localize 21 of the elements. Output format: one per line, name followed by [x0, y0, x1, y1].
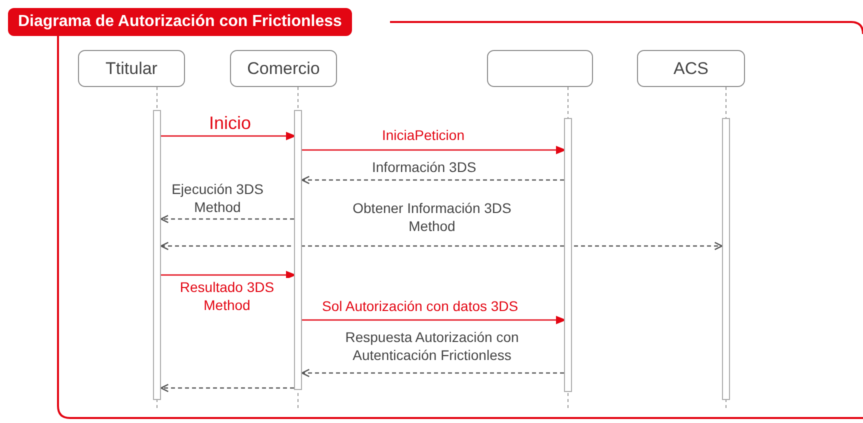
diagram-title: Diagrama de Autorización con Frictionless: [8, 8, 352, 36]
activation-bar: [153, 110, 161, 400]
participant-box: [487, 50, 593, 87]
message-arrow: [302, 316, 566, 324]
message-arrow: [301, 176, 564, 184]
participant-name: Ttitular: [106, 58, 158, 78]
activation-bar: [294, 110, 302, 390]
participant-name: ACS: [674, 58, 708, 78]
message-arrow: [161, 270, 296, 280]
message-arrow: [160, 214, 294, 224]
participant-box: [78, 50, 185, 87]
participant-box: [230, 50, 337, 87]
message-arrow: [160, 242, 723, 250]
message-arrow: [302, 146, 566, 154]
participant-name: Comercio: [247, 58, 320, 78]
participant-box: [637, 50, 745, 87]
activation-bar: [564, 118, 572, 392]
activation-bar: [722, 118, 730, 400]
message-arrow: [160, 384, 294, 392]
message-arrow: [301, 368, 564, 378]
message-arrow: [161, 132, 296, 140]
